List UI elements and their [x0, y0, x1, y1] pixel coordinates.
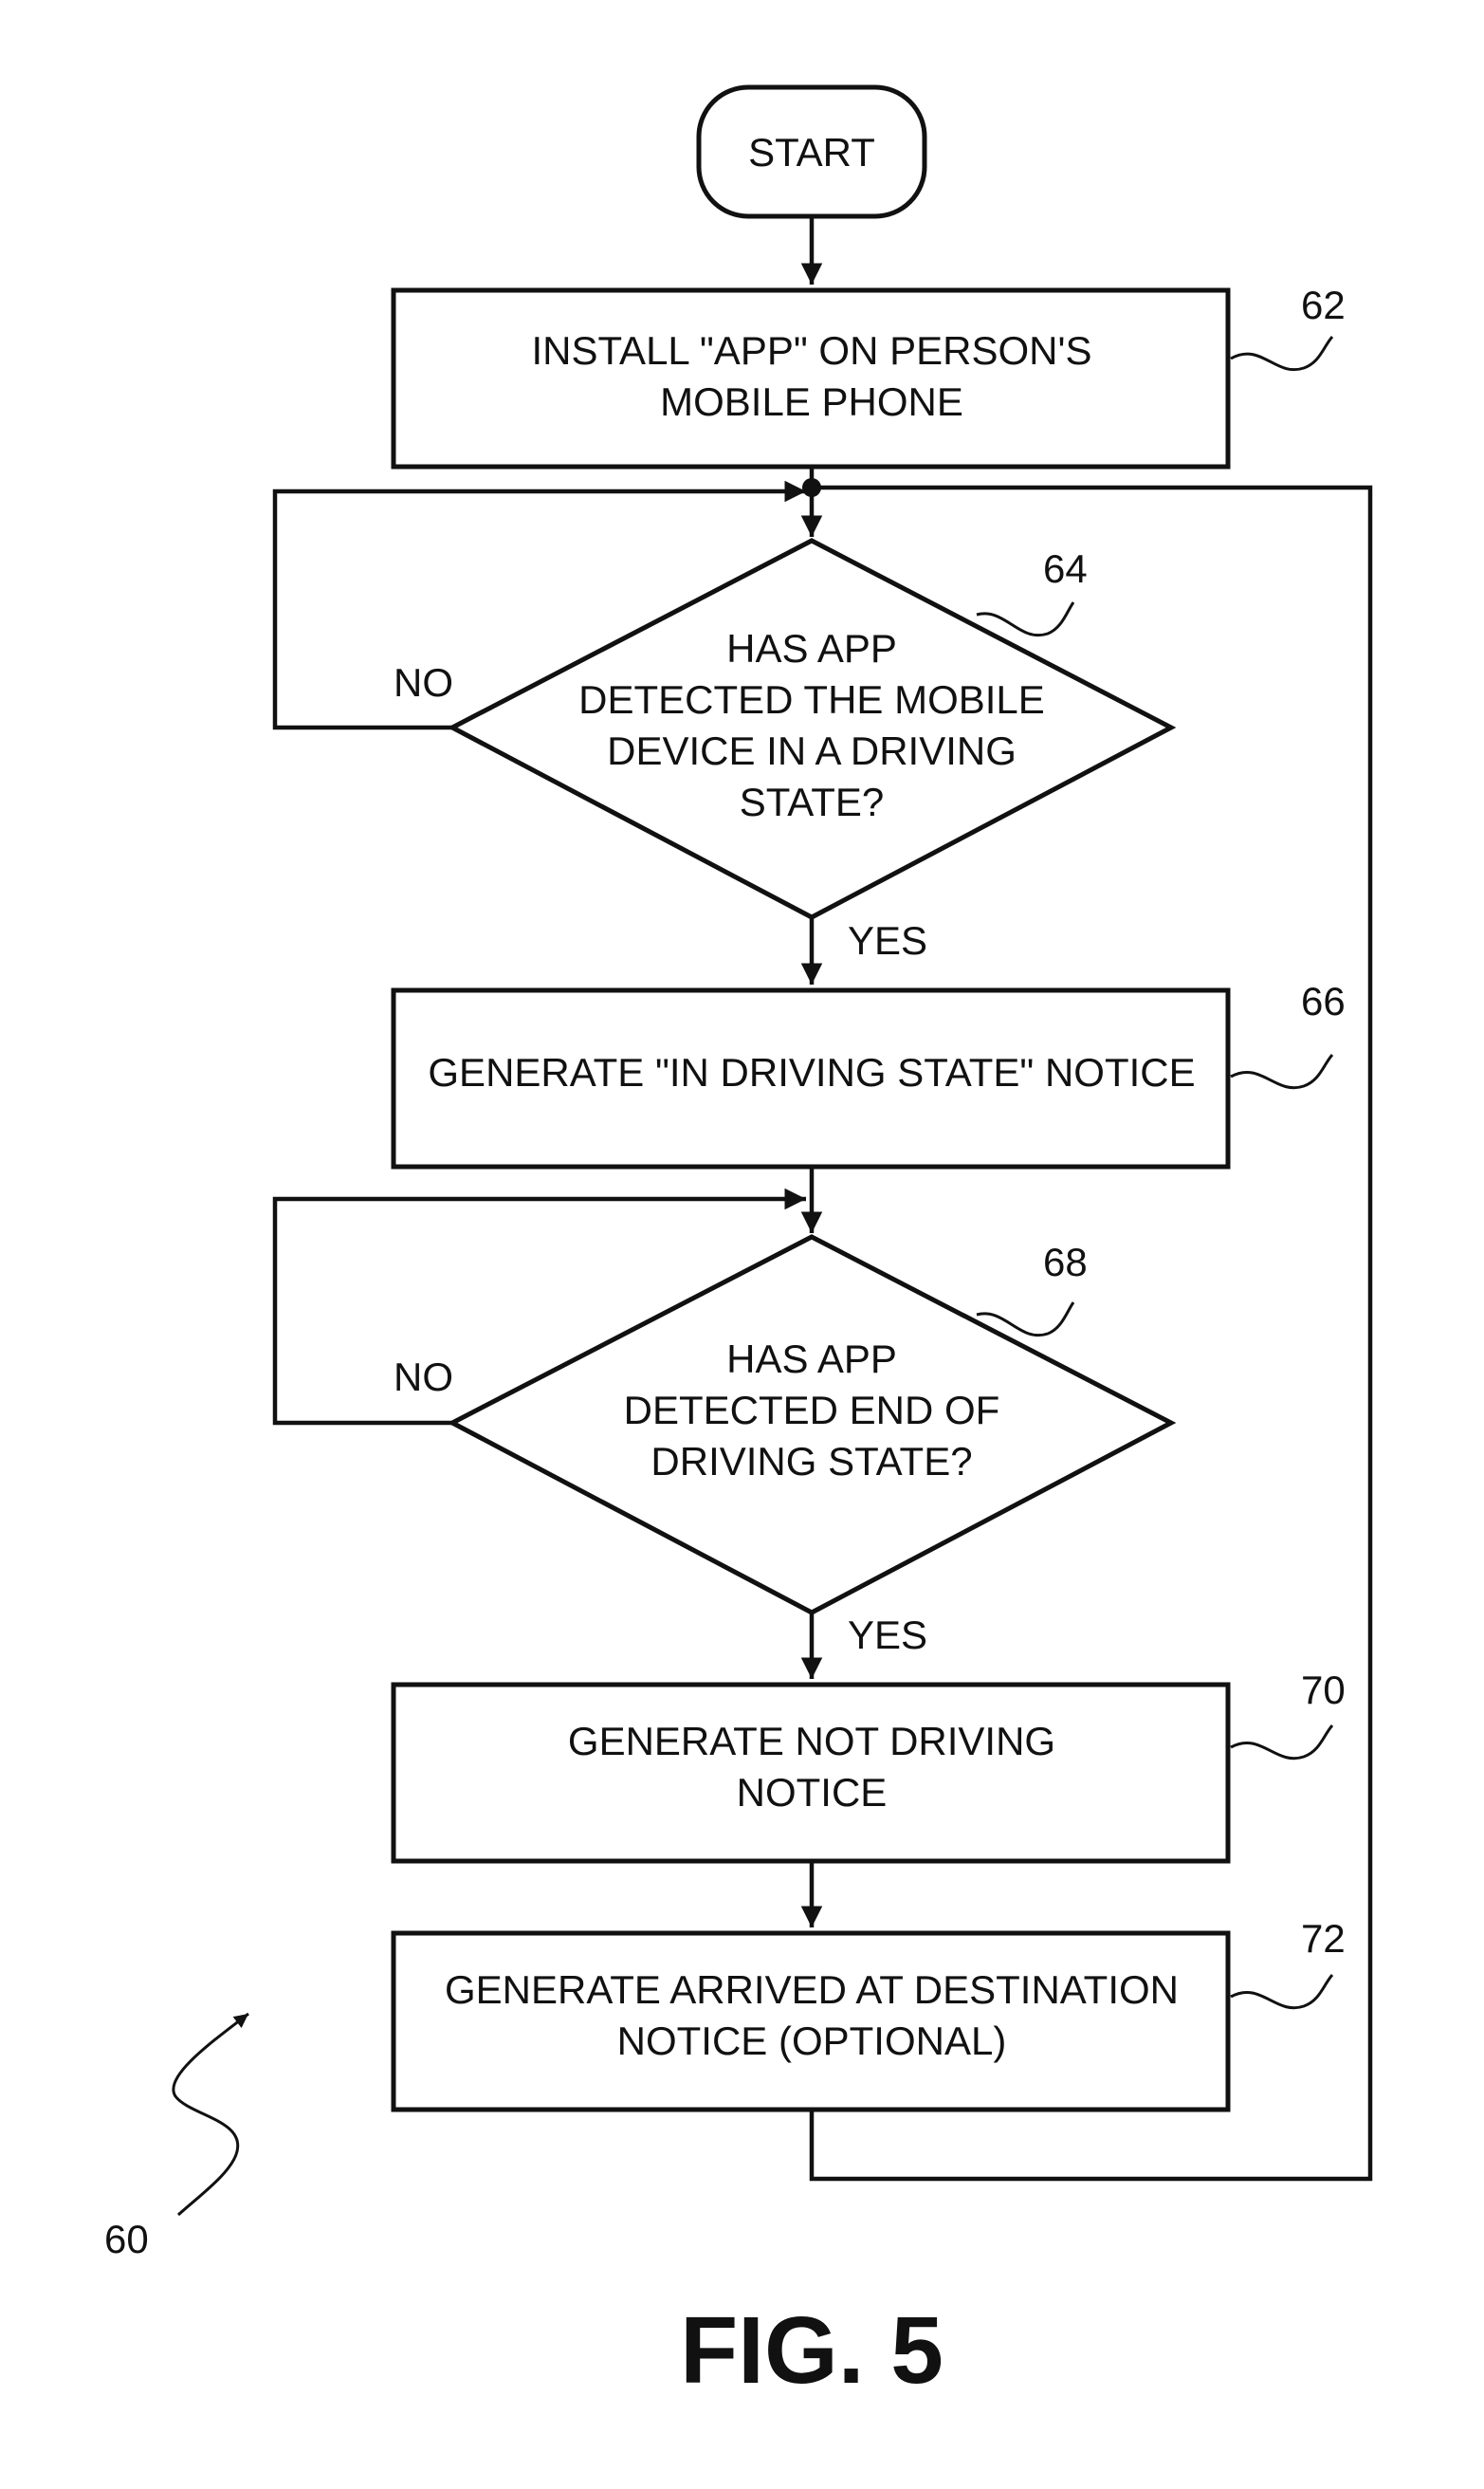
- branch-yes-68: YES: [848, 1613, 927, 1657]
- ref-70: 70: [1301, 1668, 1346, 1712]
- leader-72: [1231, 1975, 1332, 2008]
- decision-68-end-of-driving: HAS APP DETECTED END OF DRIVING STATE?: [452, 1237, 1171, 1613]
- start-node: START: [699, 87, 925, 216]
- ref-60: 60: [104, 2217, 149, 2261]
- ref-62: 62: [1301, 283, 1346, 327]
- ref-72: 72: [1301, 1916, 1346, 1961]
- leader-60: [174, 2014, 248, 2215]
- branch-yes-64: YES: [848, 918, 927, 963]
- decision-64-driving-state: HAS APP DETECTED THE MOBILE DEVICE IN A …: [452, 541, 1171, 917]
- branch-no-68: NO: [394, 1355, 453, 1399]
- decision-64-label-line-3: DEVICE IN A DRIVING: [607, 728, 1017, 773]
- figure-caption: FIG. 5: [680, 2297, 944, 2404]
- step-62-label-line-2: MOBILE PHONE: [660, 379, 963, 424]
- leader-66: [1231, 1055, 1332, 1088]
- step-66-label: GENERATE "IN DRIVING STATE" NOTICE: [428, 1050, 1195, 1095]
- step-70-not-driving-notice: GENERATE NOT DRIVING NOTICE: [394, 1685, 1228, 1861]
- decision-64-label-line-4: STATE?: [740, 780, 884, 824]
- start-label: START: [748, 130, 875, 175]
- leader-64: [977, 602, 1073, 636]
- step-72-arrived-notice: GENERATE ARRIVED AT DESTINATION NOTICE (…: [394, 1933, 1228, 2110]
- decision-68-label-line-1: HAS APP: [726, 1337, 897, 1381]
- ref-66: 66: [1301, 979, 1346, 1023]
- decision-68-label-line-2: DETECTED END OF: [624, 1388, 1000, 1432]
- branch-no-64: NO: [394, 660, 453, 705]
- decision-68-label-line-3: DRIVING STATE?: [650, 1439, 972, 1484]
- step-70-label-line-2: NOTICE: [737, 1770, 888, 1815]
- step-72-label-line-2: NOTICE (OPTIONAL): [617, 2019, 1007, 2063]
- ref-64: 64: [1043, 546, 1088, 591]
- leader-62: [1231, 337, 1332, 370]
- step-66-in-driving-notice: GENERATE "IN DRIVING STATE" NOTICE: [394, 990, 1228, 1167]
- step-72-label-line-1: GENERATE ARRIVED AT DESTINATION: [445, 1967, 1179, 2012]
- ref-68: 68: [1043, 1240, 1088, 1284]
- step-62-install-app: INSTALL "APP" ON PERSON'S MOBILE PHONE: [394, 290, 1228, 467]
- decision-64-label-line-2: DETECTED THE MOBILE: [578, 677, 1045, 722]
- step-62-label-line-1: INSTALL "APP" ON PERSON'S: [532, 328, 1092, 373]
- leader-70: [1231, 1725, 1332, 1759]
- decision-64-label-line-1: HAS APP: [726, 626, 897, 671]
- step-70-label-line-1: GENERATE NOT DRIVING: [568, 1719, 1055, 1763]
